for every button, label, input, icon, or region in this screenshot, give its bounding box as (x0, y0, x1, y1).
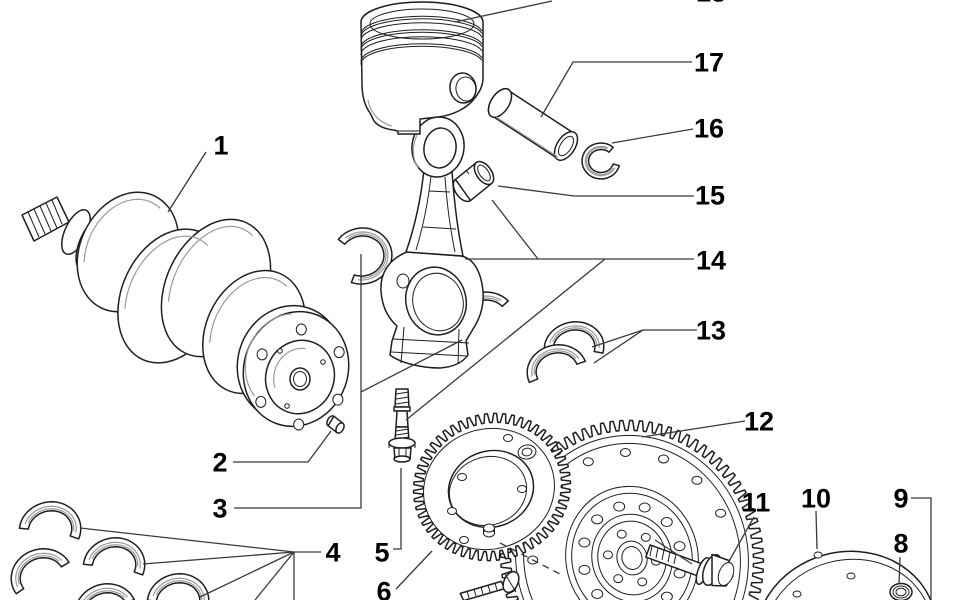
circlip (581, 142, 621, 180)
callout-3: 3 (212, 493, 228, 524)
callout-14: 14 (695, 245, 727, 276)
callout-9: 9 (893, 483, 909, 514)
small-screw (459, 570, 520, 600)
callout-1: 1 (213, 130, 229, 161)
callout-16: 16 (693, 113, 725, 144)
callout-17: 17 (693, 47, 725, 78)
spacer-plate (754, 550, 938, 600)
callout-5: 5 (374, 537, 390, 568)
callout-13: 13 (695, 315, 727, 346)
toothed-trigger-wheel (412, 412, 572, 562)
crankshaft (21, 191, 350, 431)
callout-18: 18 (696, 0, 726, 9)
dowel-pin (326, 415, 345, 434)
callout-2: 2 (212, 447, 228, 478)
callout-15: 15 (694, 180, 726, 211)
callout-12: 12 (743, 406, 775, 437)
small-end-bushing (452, 160, 495, 203)
callout-8: 8 (893, 528, 909, 559)
leader-lines (79, 0, 932, 600)
connecting-rod (380, 116, 484, 369)
stud-bolt (388, 388, 416, 463)
piston (360, 1, 484, 135)
piston-pin (487, 87, 579, 162)
washer (889, 582, 913, 600)
callout-10: 10 (800, 483, 832, 514)
callout-11: 11 (741, 487, 771, 518)
callout-4: 4 (325, 537, 341, 568)
callout-6: 6 (376, 576, 392, 600)
